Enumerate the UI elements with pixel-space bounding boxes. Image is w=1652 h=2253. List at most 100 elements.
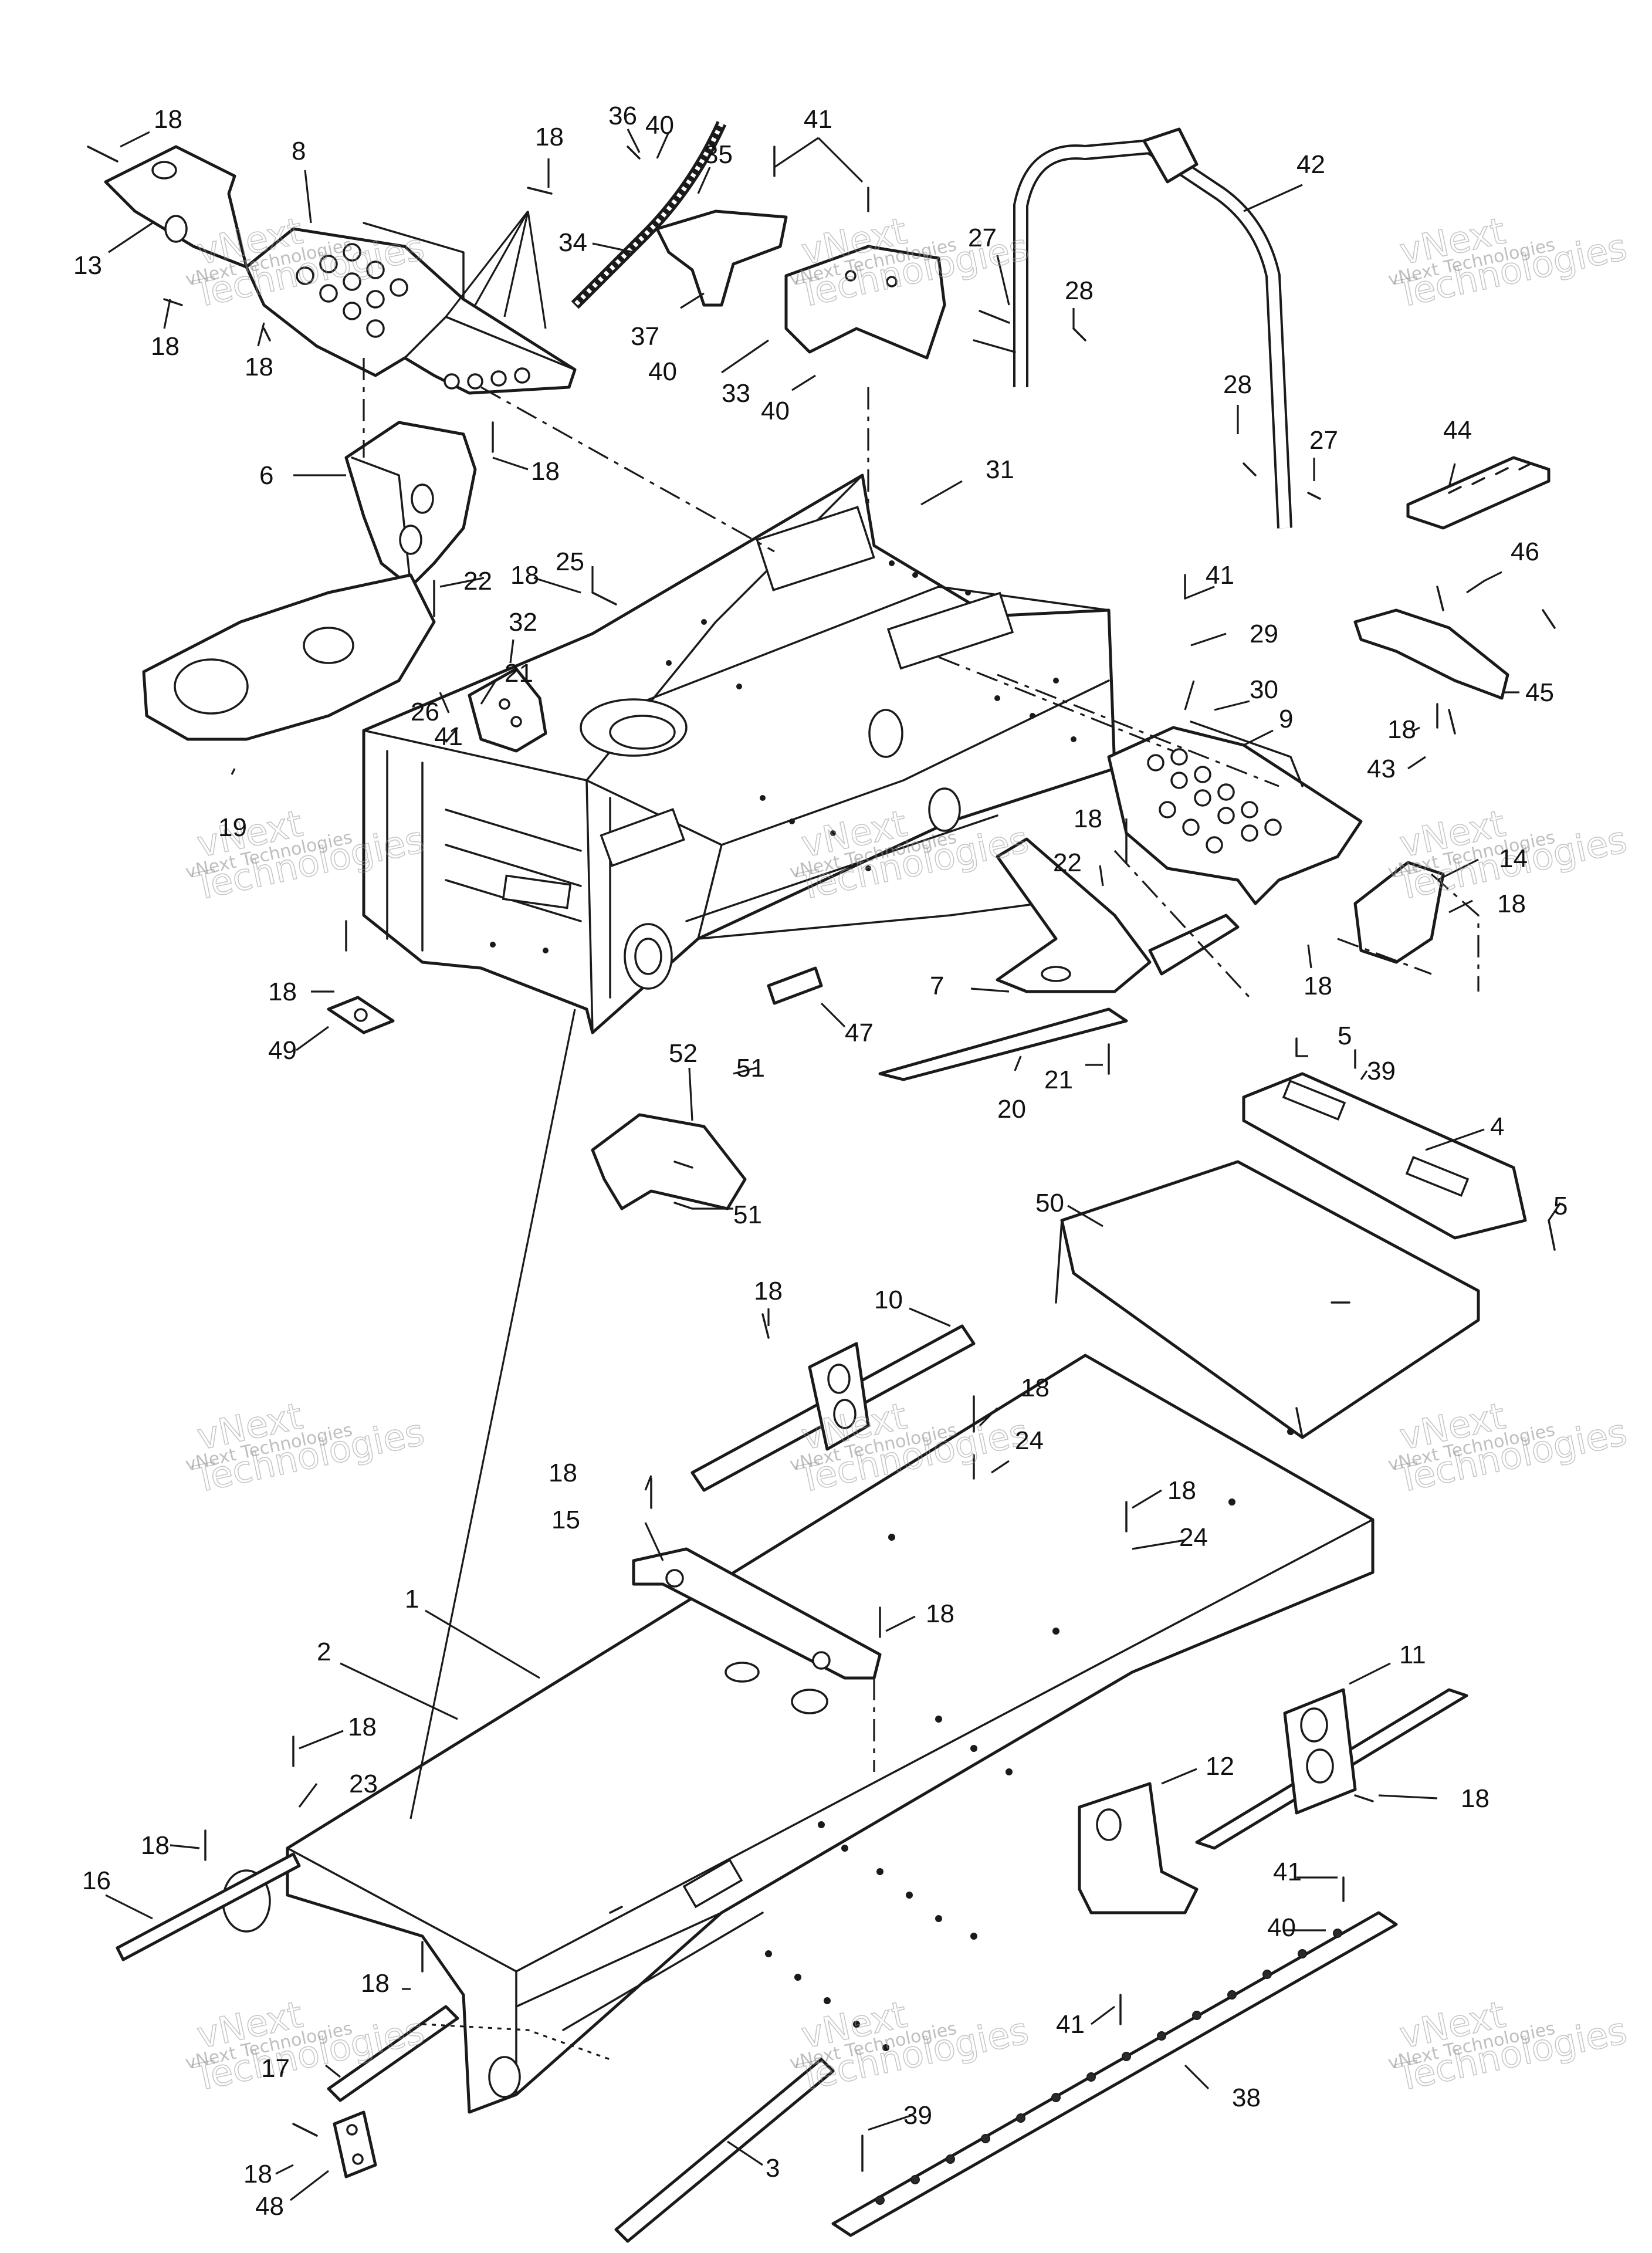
callout-label: 28 — [1223, 370, 1252, 399]
part-20-bar — [878, 1007, 1128, 1081]
callout-label: 24 — [1015, 1426, 1044, 1455]
callout-label: 18 — [1021, 1374, 1050, 1402]
callout-label: 30 — [1250, 675, 1278, 704]
part-11-bracket — [1195, 1688, 1468, 1850]
callout-label: 18 — [1074, 804, 1102, 833]
part-13-small-bracket — [104, 145, 248, 269]
callout-label: 21 — [505, 659, 533, 688]
callout-label: 47 — [845, 1019, 874, 1047]
callout-label: 18 — [348, 1713, 377, 1741]
callout-label: 27 — [968, 224, 997, 252]
callout-label: 5 — [1553, 1192, 1568, 1220]
callout-label: 2 — [317, 1638, 331, 1666]
part-42-loop-bar — [1013, 127, 1292, 529]
callout-label: 13 — [73, 251, 102, 280]
callout-label: 40 — [1267, 1913, 1296, 1942]
callout-label: 22 — [463, 567, 492, 596]
callout-label: 41 — [1056, 2010, 1085, 2039]
callout-label: 3 — [766, 2154, 780, 2183]
part-48-plate — [333, 2110, 377, 2178]
callout-label: 1 — [405, 1585, 419, 1613]
callout-label: 41 — [1206, 561, 1234, 590]
part-7-steering-arm — [996, 837, 1240, 993]
callout-label: 43 — [1367, 755, 1396, 783]
callout-label: 18 — [549, 1459, 577, 1487]
callout-label: 12 — [1206, 1752, 1234, 1781]
callout-label: 49 — [268, 1036, 297, 1065]
callout-label: 18 — [245, 353, 273, 381]
callout-label: 37 — [631, 322, 659, 351]
callout-label: 8 — [292, 137, 306, 165]
callout-label: 46 — [1511, 537, 1539, 566]
callout-label: 32 — [509, 608, 537, 637]
callout-label: 48 — [255, 2192, 284, 2221]
callout-label: 28 — [1065, 276, 1094, 305]
callout-label: 18 — [1167, 1476, 1196, 1505]
part-47-block — [767, 966, 823, 1005]
callout-label: 41 — [1273, 1858, 1302, 1886]
callout-label: 14 — [1499, 844, 1528, 873]
leader-lines — [105, 128, 1562, 2201]
watermark-6: vNext Technologies vNext Technologies — [1386, 801, 1631, 909]
fasteners — [87, 146, 1556, 2172]
callout-label: 52 — [669, 1039, 698, 1068]
callout-label: 6 — [259, 461, 273, 490]
part-3-rail — [614, 2058, 835, 2243]
callout-label: 18 — [531, 457, 560, 486]
callout-label: 18 — [1387, 715, 1416, 744]
callout-label: 18 — [1497, 889, 1526, 918]
callout-label: 23 — [349, 1770, 378, 1798]
callout-label: 18 — [361, 1969, 390, 1998]
callout-label: 10 — [874, 1286, 903, 1314]
watermark-7: vNext Technologies vNext Technologies — [184, 1394, 428, 1502]
callout-label: 40 — [645, 111, 674, 140]
part-19-skid-plate — [142, 573, 436, 741]
callout-label: 40 — [648, 357, 677, 386]
callout-label: 11 — [1399, 1640, 1426, 1669]
part-32-bracket — [468, 667, 547, 753]
watermark-3: vNext Technologies vNext Technologies — [1386, 209, 1631, 317]
callout-label: 33 — [722, 379, 750, 408]
part-17-rail — [327, 2005, 459, 2102]
callout-label: 18 — [243, 2160, 272, 2188]
callout-label: 16 — [82, 1866, 111, 1895]
callout-labels: 18 8 18 36 40 35 41 42 13 34 27 28 18 18… — [73, 102, 1568, 2221]
callout-label: 31 — [986, 455, 1014, 484]
callout-label: 25 — [556, 547, 584, 576]
part-1-main-frame — [362, 473, 1116, 1034]
callout-label: 17 — [261, 2054, 290, 2083]
callout-label: 18 — [510, 561, 539, 590]
callout-label: 51 — [733, 1200, 762, 1229]
part-8-left-bracket — [245, 222, 577, 395]
callout-label: 51 — [736, 1054, 765, 1082]
part-4-plate — [1242, 1072, 1527, 1240]
callout-label: 9 — [1279, 705, 1293, 733]
part-14-bracket — [1353, 861, 1445, 964]
part-38-perforated-rail — [831, 1911, 1398, 2237]
callout-label: 36 — [608, 102, 637, 130]
callout-label: 18 — [535, 123, 564, 151]
callout-label: 15 — [551, 1506, 580, 1534]
callout-label: 20 — [997, 1095, 1026, 1124]
part-15-bracket — [632, 1547, 882, 1680]
callout-label: 26 — [411, 698, 439, 726]
callout-label: 5 — [1338, 1021, 1352, 1050]
callout-label: 18 — [1461, 1784, 1489, 1813]
callout-label: 40 — [761, 397, 790, 425]
part-52-bracket — [591, 1113, 747, 1210]
callout-label: 29 — [1250, 620, 1278, 648]
callout-label: 45 — [1525, 678, 1554, 707]
callout-label: 44 — [1443, 416, 1472, 445]
watermarks: vNext Technologies vNext Technologies vN… — [184, 209, 1631, 2100]
watermark-10: vNext Technologies vNext Technologies — [184, 1992, 428, 2100]
callout-label: 50 — [1035, 1189, 1064, 1217]
callout-label: 18 — [754, 1277, 783, 1305]
part-50-cover — [1055, 1160, 1480, 1439]
part-34-cable — [571, 121, 727, 309]
part-16-rail — [116, 1852, 301, 1961]
callout-label: 38 — [1232, 2083, 1261, 2112]
watermark-11: vNext Technologies vNext Technologies — [788, 1992, 1032, 2100]
callout-label: 18 — [926, 1599, 954, 1628]
callout-label: 21 — [1044, 1065, 1073, 1094]
